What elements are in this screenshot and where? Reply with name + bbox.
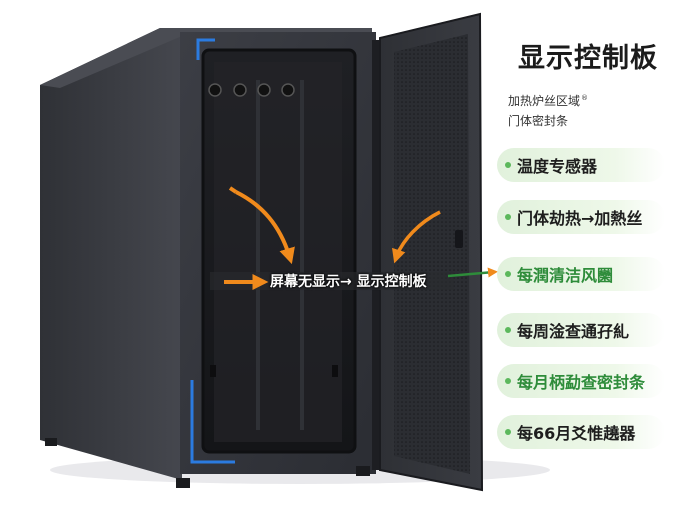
interior-back-wall [214,62,342,442]
feature-label: 每周淦查通孖糺 [517,322,630,341]
feature-label: 每月柄勐查密封条 [517,373,646,392]
bullet-icon [505,214,511,220]
interior-knobs [208,83,295,97]
orange-arrow-left [235,190,295,265]
cabinet-side-panel [40,28,182,480]
bullet-icon [505,327,511,333]
door-mesh-panel [394,34,470,474]
green-arrow [447,267,498,278]
panel-subtitle-heating: 加热炉丝区域® [508,92,588,109]
bullet-icon [505,162,511,168]
cabinet-foot [176,478,190,488]
feature-pill-door-heating: 门体劫热→加熱丝 [497,200,665,234]
callout-label: 屏幕无显示→ 显示控制板 [270,274,427,290]
blue-accent-line-bottom [190,380,235,464]
feature-label: 温度专感器 [517,157,598,176]
cabinet-foot [45,438,57,446]
door-latch [455,230,463,248]
interior-vent [332,365,338,377]
feature-pill-monthly-seal: 每月柄勐查密封条 [497,364,665,398]
feature-pill-weekly-check: 每周淦查通孖糺 [497,313,665,347]
panel-subtitle-seal: 门体密封条 [508,114,569,128]
registered-mark: ® [581,94,589,102]
feature-label: 门体劫热→加熱丝 [517,209,643,228]
orange-arrow-left-tail [228,186,238,194]
callout-bar [210,272,454,290]
subtitle-heating-text: 加热炉丝区域 [508,94,581,108]
feature-pill-fan-cleaning: 每潤清洁风圞 [497,257,665,291]
orange-arrow-right [392,210,441,264]
bullet-icon [505,378,511,384]
feature-label: 每潤清洁风圞 [517,266,614,285]
bullet-icon [505,271,511,277]
bullet-icon [505,429,511,435]
cabinet-foot [356,466,370,476]
door-hinge [372,40,380,470]
panel-title: 显示控制板 [518,43,658,74]
feature-pill-six-month: 每66月爻惟趬器 [497,415,665,449]
interior-vent [210,365,216,377]
feature-label: 每66月爻惟趬器 [517,424,636,443]
feature-pill-temp-sensor: 温度专感器 [497,148,665,182]
blue-accent-line [196,38,215,60]
